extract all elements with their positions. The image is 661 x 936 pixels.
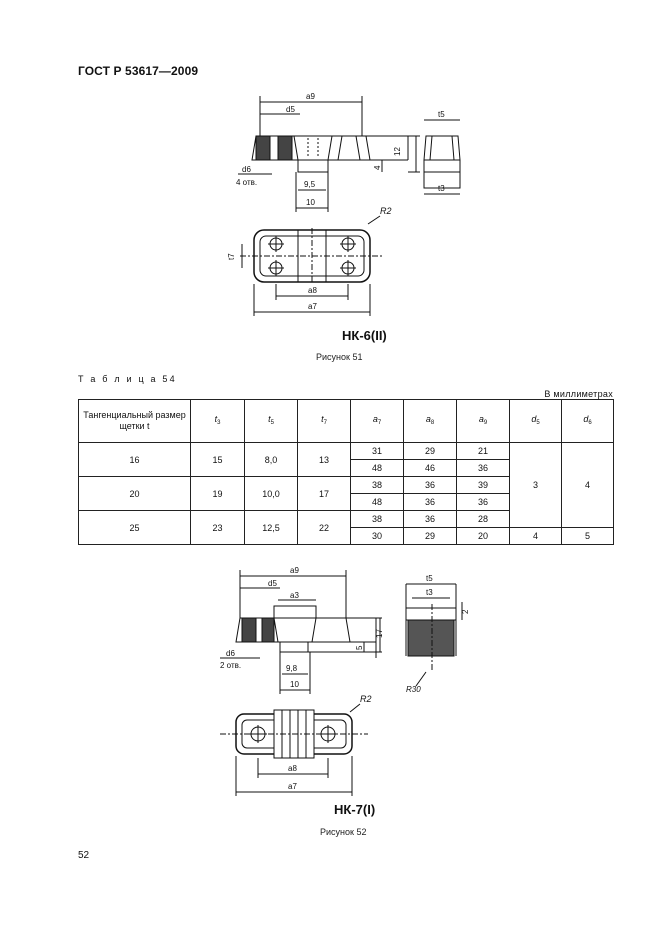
cell-d6-last: 5 bbox=[561, 527, 614, 545]
figure-51-model: НК-6(II) bbox=[342, 328, 387, 343]
dim-t7: t7 bbox=[227, 253, 236, 260]
dim-d6: d6 bbox=[226, 649, 235, 658]
col-header-t5: t5 bbox=[244, 399, 298, 443]
dim-t5: t5 bbox=[438, 110, 445, 119]
dim-t3: t3 bbox=[426, 588, 433, 597]
table-row: 48 46 36 bbox=[79, 459, 614, 477]
dim-10: 10 bbox=[290, 680, 299, 689]
document-header: ГОСТ Р 53617—2009 bbox=[78, 64, 199, 78]
page-number: 52 bbox=[78, 850, 90, 861]
dim-holes: 2 отв. bbox=[220, 661, 241, 670]
table-row: 30 29 20 4 5 bbox=[79, 527, 614, 545]
dim-r2: R2 bbox=[360, 694, 372, 704]
dim-12: 12 bbox=[393, 147, 402, 156]
dim-a9: a9 bbox=[290, 566, 299, 575]
dim-holes: 4 отв. bbox=[236, 178, 257, 187]
dim-a9: a9 bbox=[306, 92, 315, 101]
col-header-a7: a7 bbox=[350, 399, 404, 443]
figure-52-caption: Рисунок 52 bbox=[320, 827, 367, 837]
table-row: 48 36 36 bbox=[79, 493, 614, 511]
cell-d5-last: 4 bbox=[509, 527, 562, 545]
dim-4: 4 bbox=[373, 165, 382, 170]
dim-a7: a7 bbox=[308, 302, 317, 311]
col-header-t7: t7 bbox=[297, 399, 351, 443]
col-header-t3: t3 bbox=[190, 399, 245, 443]
table-header-row: Тангенциальный размер щетки t t3 t5 t7 a… bbox=[78, 399, 614, 443]
figure-51-caption: Рисунок 51 bbox=[316, 352, 363, 362]
dim-a8: a8 bbox=[308, 286, 317, 295]
dim-a7: a7 bbox=[288, 782, 297, 791]
dim-a8: a8 bbox=[288, 764, 297, 773]
table-label: Т а б л и ц а 54 bbox=[78, 374, 177, 384]
col-header-t: Тангенциальный размер щетки t bbox=[78, 399, 191, 443]
dim-d5: d5 bbox=[268, 579, 277, 588]
figure-52-drawing: a9 d5 a3 17 5 d6 2 отв. 9,8 10 t5 t3 2 R… bbox=[200, 562, 480, 802]
col-header-d5: d5 bbox=[509, 399, 562, 443]
table-54: Тангенциальный размер щетки t t3 t5 t7 a… bbox=[78, 399, 614, 545]
col-header-d6: d6 bbox=[561, 399, 614, 443]
figure-52-model: НК-7(I) bbox=[334, 802, 376, 817]
dim-t5: t5 bbox=[426, 574, 433, 583]
dim-t3: t3 bbox=[438, 184, 445, 193]
cell-d5-merged: 3 bbox=[509, 442, 562, 528]
table-row: 20 19 10,0 17 38 36 39 bbox=[78, 476, 614, 511]
dim-r2: R2 bbox=[380, 206, 392, 216]
dim-5: 5 bbox=[355, 645, 364, 650]
dim-9-8: 9,8 bbox=[286, 664, 298, 673]
dim-r30: R30 bbox=[406, 685, 421, 694]
table-units: В миллиметрах bbox=[544, 389, 613, 399]
dim-2: 2 bbox=[461, 609, 470, 614]
dim-10: 10 bbox=[306, 198, 315, 207]
dim-9-5: 9,5 bbox=[304, 180, 316, 189]
dim-a3: a3 bbox=[290, 591, 299, 600]
table-row: 16 15 8,0 13 31 29 21 3 4 bbox=[78, 442, 614, 528]
col-header-a8: a8 bbox=[403, 399, 457, 443]
cell-d6-merged: 4 bbox=[561, 442, 614, 528]
dim-17: 17 bbox=[375, 629, 384, 638]
dim-d5: d5 bbox=[286, 105, 295, 114]
figure-51-drawing: a9 d5 12 4 d6 4 отв. 9,5 10 t5 t3 R2 t7 bbox=[220, 88, 480, 360]
col-header-a9: a9 bbox=[456, 399, 510, 443]
dim-d6: d6 bbox=[242, 165, 251, 174]
